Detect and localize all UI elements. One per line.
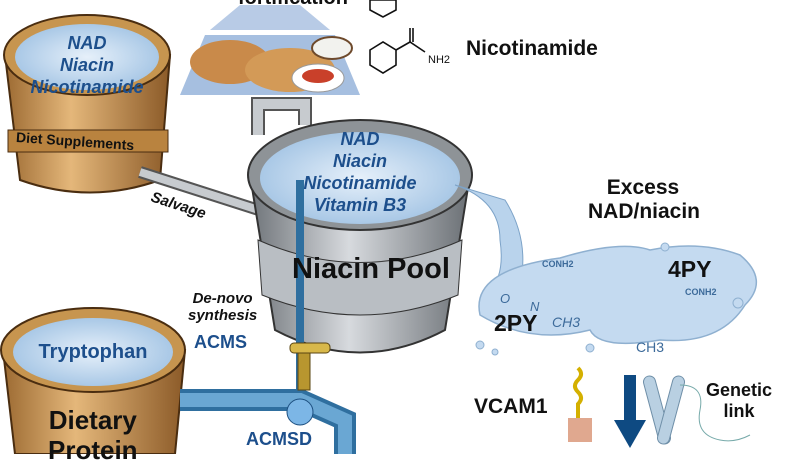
- niacin-pool-barrel: [247, 119, 524, 354]
- protein-line: Protein: [48, 435, 138, 465]
- pool-line: Vitamin B3: [313, 195, 407, 215]
- genetic-link-label: Genetic link: [706, 380, 772, 422]
- supplement-line: Nicotinamide: [30, 77, 144, 97]
- ch3-label-1: CH3: [552, 314, 581, 330]
- niacin-pool-label: Niacin Pool: [292, 253, 450, 285]
- nicotinamide-structure: [369, 0, 426, 74]
- food-pyramid: [180, 5, 360, 95]
- n-label: N: [530, 299, 540, 314]
- pool-contents: NAD Niacin Nicotinamide Vitamin B3: [300, 128, 420, 216]
- vcam1-protein-icon: [573, 366, 583, 425]
- genetic-line: link: [723, 401, 755, 421]
- ch3-label-2: CH3: [636, 339, 665, 355]
- chromosome-icon: [642, 375, 751, 445]
- oh-label: OH: [428, 0, 445, 3]
- protein-line: Dietary: [48, 405, 137, 435]
- down-arrow-icon: [614, 375, 646, 448]
- acms-label: ACMS: [194, 332, 247, 352]
- niacin-diagram-art: [0, 0, 758, 454]
- pool-line: Niacin: [332, 151, 388, 171]
- supplement-line: Niacin: [59, 55, 115, 75]
- 2py-label: 2PY: [494, 310, 538, 336]
- o-label: O: [500, 291, 511, 306]
- pool-line: NAD: [340, 129, 380, 149]
- de-novo-line: De-novo: [192, 290, 253, 307]
- protein-barrel: [0, 307, 187, 454]
- membrane-icon: [568, 418, 592, 442]
- 4py-label: 4PY: [668, 256, 712, 282]
- tryptophan-label: Tryptophan: [38, 341, 148, 363]
- conh2-label-1: CONH2: [542, 259, 574, 269]
- genetic-line: Genetic: [706, 380, 773, 400]
- pool-line: Nicotinamide: [303, 173, 417, 193]
- excess-label: Excess NAD/niacin: [588, 176, 701, 224]
- excess-line: Excess: [606, 176, 680, 199]
- de-novo-line: synthesis: [188, 307, 258, 324]
- supplement-line: NAD: [67, 33, 107, 53]
- supplement-barrel: [3, 14, 172, 194]
- dietary-protein-label: Dietary Protein: [48, 405, 138, 465]
- valve: [286, 342, 331, 426]
- conh2-label-2: CONH2: [685, 287, 717, 297]
- nicotinamide-label: Nicotinamide: [466, 37, 598, 60]
- acmsd-label: ACMSD: [246, 429, 312, 449]
- supplement-contents: NAD Niacin Nicotinamide: [20, 32, 154, 98]
- excess-line: NAD/niacin: [588, 200, 701, 223]
- vcam1-label: VCAM1: [474, 395, 548, 418]
- metabolite-puddle: [478, 245, 758, 345]
- nh2-label: NH2: [428, 54, 451, 66]
- de-novo-label: De-novo synthesis: [188, 290, 257, 324]
- fortification-label: fortification: [238, 0, 348, 8]
